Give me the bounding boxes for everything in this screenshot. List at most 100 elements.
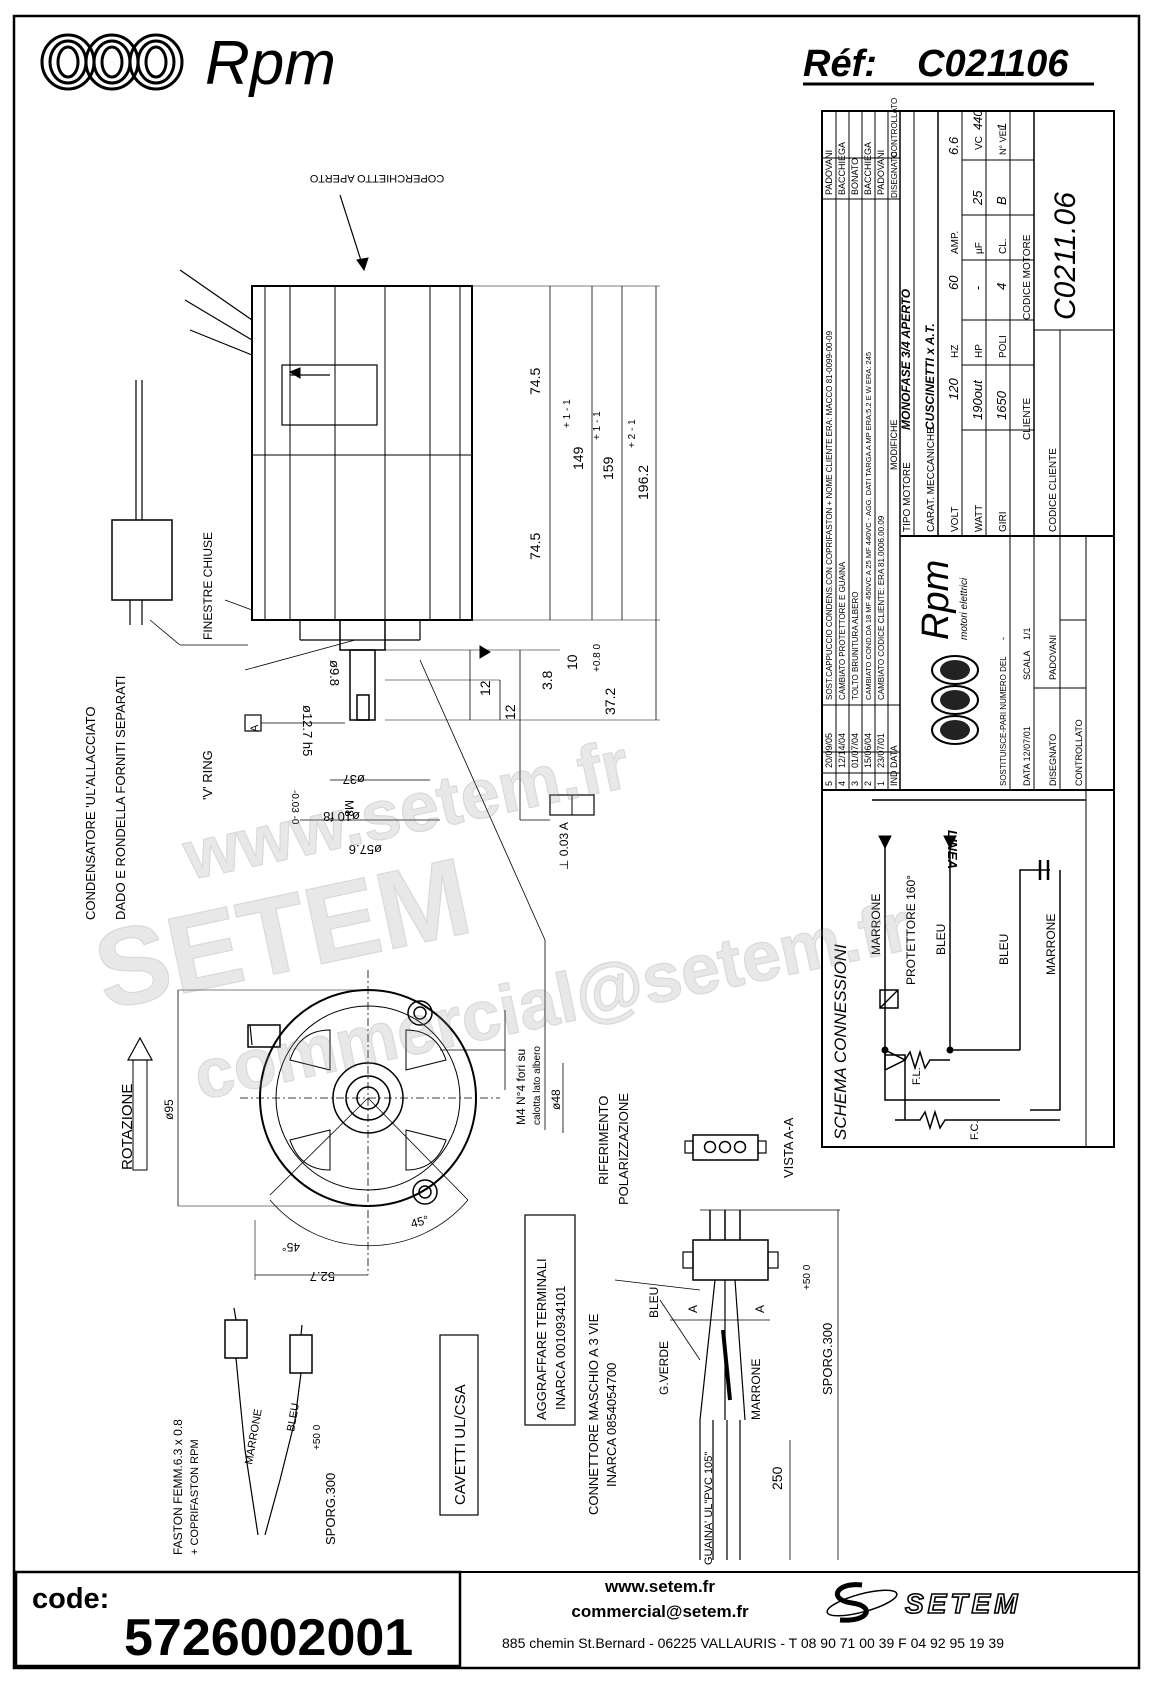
- calotta-label: calotta lato albero: [532, 1046, 543, 1125]
- cable-sporg2: SPORG.300: [820, 1323, 835, 1395]
- rev-4-by: BACCHIEGA: [837, 142, 847, 195]
- cable-sporg: SPORG.300: [323, 1473, 338, 1545]
- datum-a: A: [249, 724, 261, 732]
- setem-logo-icon: [826, 1582, 898, 1623]
- dim-10: 10: [564, 654, 580, 670]
- rev-2-mod: CAMBIATO COND.DA 18 MF 450VC A 25 MF 440…: [864, 352, 873, 700]
- dim-12-b: 12: [502, 704, 518, 720]
- cliente-label: CLIENTE: [1022, 397, 1033, 440]
- rpm-small-logo-icon: [931, 655, 979, 745]
- cl-label: CL.: [998, 238, 1009, 254]
- aggraffare-box: [524, 1214, 576, 1426]
- volt-label: VOLT: [950, 507, 961, 532]
- watt-value: 190out: [970, 379, 985, 420]
- controllato-label: CONTROLLATO: [1074, 719, 1084, 786]
- uf-value: 25: [970, 190, 985, 206]
- scala-label: SCALA: [1022, 650, 1032, 680]
- tipo-label: TIPO MOTORE: [902, 462, 913, 532]
- motor-side-view: [111, 194, 660, 1130]
- tipo-value: MONOFASE 3/4 APERTO: [899, 288, 913, 430]
- poli-label: POLI: [998, 335, 1009, 358]
- v-ring-label: 'V' RING: [200, 750, 215, 800]
- angle-45-b: 45°: [409, 1213, 430, 1231]
- rev-5-by: PADOVANI: [824, 150, 834, 195]
- dim-m8: M8: [342, 800, 356, 817]
- connector-face-icon: [684, 1134, 767, 1161]
- tolerance-box: ⊥ 0.03 A: [557, 822, 571, 870]
- connettore-line2: INARCA 0854054700: [604, 1363, 619, 1487]
- dim-74-5-a: 74.5: [527, 368, 543, 395]
- schema-labels: SCHEMA CONNESSIONI LINEA MARRONE PROTETT…: [831, 830, 1058, 1140]
- dim-52-7: 52.7: [310, 1269, 335, 1284]
- section-a-left: A: [686, 1305, 700, 1313]
- rpm-sub: motori elettrici: [959, 577, 970, 640]
- schema-marrone2: MARRONE: [1044, 914, 1058, 975]
- revision-table: 5 20/09/05 SOST.CAPPUCCIO CONDENS.CON CO…: [824, 98, 899, 786]
- condensatore-label: CONDENSATORE 'UL'ALLACCIATO: [83, 707, 98, 921]
- rev-3-mod: TOLTO BRUNITURA ALBERO: [851, 592, 860, 700]
- dim-196-2: 196.2: [635, 465, 651, 500]
- riferimento-label: RIFERIMENTO: [596, 1096, 611, 1185]
- nvel-value: 1: [995, 123, 1009, 130]
- footer-address: 885 chemin St.Bernard - 06225 VALLAURIS …: [502, 1635, 1004, 1651]
- data-label: DATA 12/07/01: [1022, 726, 1032, 786]
- schema-bleu2: BLEU: [997, 934, 1011, 965]
- uf-label: µF: [974, 242, 985, 254]
- ref-label: Réf:: [803, 43, 877, 85]
- codice-motore-label: CODICE MOTORE: [1022, 234, 1033, 320]
- dim-3-8: 3.8: [539, 670, 555, 690]
- amp-label: AMP.: [950, 231, 961, 254]
- cable-marrone2: MARRONE: [749, 1359, 763, 1420]
- rev-head-date: DATA: [889, 745, 899, 768]
- rev-1-mod: CAMBIATO CODICE CLIENTE: ERA 81.0006.00.…: [877, 515, 886, 700]
- motor-specs: TIPO MOTORE MONOFASE 3/4 APERTO CARAT. M…: [899, 110, 1082, 532]
- footer-email: commercial@setem.fr: [571, 1602, 749, 1621]
- cable-dim-250: 250: [769, 1466, 785, 1490]
- side-view-labels: COPERCHIETTO APERTO FINESTRE CHIUSE 74.5…: [83, 172, 651, 920]
- rev-4-mod: CAMBIATO PROTETTORE E GUAINA: [838, 561, 847, 700]
- angle-45-a: 45°: [282, 1240, 300, 1254]
- rotazione-label: ROTAZIONE: [119, 1084, 136, 1170]
- rev-2-date: 15/06/04: [863, 733, 873, 768]
- cable-sporg2-tol: +50 0: [802, 1264, 813, 1290]
- cl-value: B: [994, 196, 1009, 205]
- cavetti-label: CAVETTI UL/CSA: [452, 1384, 469, 1505]
- rev-3-date: 01/07/04: [850, 733, 860, 768]
- rpm-logo: Rpm: [40, 29, 336, 98]
- rev-4-date: 12/14/04: [837, 733, 847, 768]
- schema-protettore: PROTETTORE 160°: [904, 875, 918, 985]
- rpm-brand-small: Rpm: [915, 560, 957, 640]
- cable-gverde: G.VERDE: [657, 1341, 671, 1395]
- codice-motore-value: C0211.06: [1049, 192, 1082, 320]
- dim-57-6: ø57.6: [349, 842, 382, 857]
- coil-logo-icon: [40, 33, 184, 91]
- faston-line2: + COPRIFASTON RPM: [189, 1439, 201, 1555]
- dim-12-7: ø12.7 h5: [300, 705, 315, 756]
- dim-37: ø37: [343, 772, 365, 787]
- rev-2-ind: 2: [863, 781, 873, 786]
- rev-1-by: PADOVANI: [876, 150, 886, 195]
- giri-label: GIRI: [998, 511, 1009, 532]
- amp-value: 6.6: [946, 136, 961, 155]
- title-block: [821, 110, 1115, 1148]
- rev-head-sign: DISEGNATO: [890, 152, 899, 198]
- rev-1-date: 23/07/01: [876, 733, 886, 768]
- cable-marrone: MARRONE: [243, 1408, 265, 1465]
- rev-head-mod: MODIFICHE: [889, 420, 899, 471]
- polarizzazione-label: POLARIZZAZIONE: [616, 1093, 631, 1205]
- code-value: 5726002001: [124, 1609, 413, 1667]
- dim-9-8: ø9.8: [327, 660, 342, 686]
- dim-37-2: 37.2: [602, 688, 618, 715]
- setem-logo-text: SETEM: [905, 1588, 1021, 1619]
- rev-3-by: BONATO: [850, 158, 860, 195]
- disegnato-value: PADOVANI: [1048, 635, 1058, 680]
- cable-guaina: GUAINA' UL"PVC 105": [703, 1452, 715, 1565]
- rev-1-ind: 1: [876, 781, 886, 786]
- dim-196-2-tol: + 2 - 1: [627, 419, 638, 448]
- schema-fl: F.L.: [911, 1067, 923, 1085]
- hp-value: -: [970, 286, 985, 290]
- hp-label: HP: [974, 344, 985, 358]
- footer: code: 5726002001 www.setem.fr commercial…: [14, 1570, 1139, 1668]
- giri-value: 1650: [994, 390, 1009, 420]
- carat-label: CARAT. MECCANICHE: [926, 427, 937, 532]
